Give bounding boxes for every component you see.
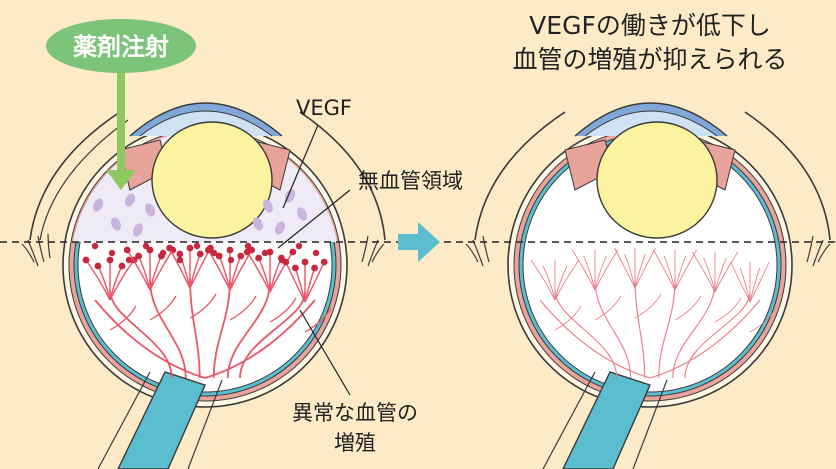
vessel-dot (160, 250, 166, 256)
vessel-dot (205, 247, 212, 254)
right-lens (597, 122, 717, 238)
transition-arrow (398, 222, 440, 262)
avascular-area-label: 無血管領域 (358, 169, 463, 193)
vessel-dot (107, 257, 114, 264)
vessel-dot (289, 249, 296, 256)
vessel-dot (109, 250, 115, 256)
vessel-dot (313, 250, 319, 256)
vessel-dot (197, 251, 204, 258)
abnormal-vessels-label-line2: 増殖 (334, 431, 376, 455)
vessel-dot (296, 243, 302, 249)
vessel-dot (211, 250, 217, 256)
result-title-line2: 血管の増殖が抑えられる (512, 45, 787, 74)
vessel-dot (92, 243, 98, 249)
vessel-dot (95, 263, 102, 270)
vessel-dot (255, 255, 262, 262)
vessel-dot (244, 249, 251, 256)
vessel-dot (321, 259, 328, 266)
vegf-label: VEGF (296, 96, 352, 120)
vessel-dot (187, 245, 194, 252)
right-eye (466, 103, 830, 469)
vessel-dot (279, 257, 285, 263)
vessel-dot (119, 263, 126, 270)
vessel-dot (311, 265, 318, 272)
vessel-dot (237, 253, 244, 260)
vessel-dot (227, 247, 234, 254)
badge-label: 薬剤注射 (73, 33, 169, 61)
vessel-dot (176, 251, 183, 258)
vessel-dot (194, 243, 200, 249)
injection-badge: 薬剤注射 (46, 19, 196, 73)
vessel-dot (83, 257, 90, 264)
vessel-dot (143, 243, 149, 249)
vessel-dot (126, 257, 132, 263)
vessel-dot (262, 250, 268, 256)
vessel-dot (135, 253, 142, 260)
result-title-line1: VEGFの働きが低下し (529, 11, 771, 40)
vessel-dot (228, 257, 234, 263)
vessel-dot (177, 257, 183, 263)
vessel-dot (292, 265, 299, 272)
vessel-dot (245, 243, 251, 249)
injection-arrow (106, 70, 136, 190)
vessel-dot (166, 245, 173, 252)
vessel-dot (124, 247, 131, 254)
abnormal-vessels-label-line1: 異常な血管の (292, 401, 418, 425)
vessel-dot (302, 259, 309, 266)
